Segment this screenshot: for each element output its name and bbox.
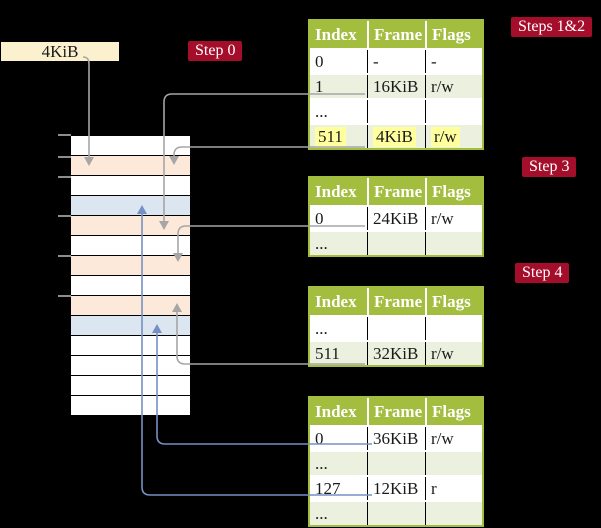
table-cell: 0: [315, 428, 324, 448]
table-cell: ...: [315, 503, 328, 523]
memory-frame-row-blue: [71, 316, 190, 335]
step-0-label: Step 0: [188, 41, 243, 61]
memory-tick: [58, 176, 71, 178]
memory-frame-row-blue: [71, 196, 190, 215]
column-header-flags: Flags: [425, 398, 482, 425]
table-cell: 4KiB: [367, 125, 425, 148]
table-cell: 511: [310, 125, 367, 148]
memory-frame-row-peach: [71, 216, 190, 235]
column-header-index: Index: [315, 291, 357, 311]
table-cell: [367, 100, 425, 123]
table-row: ...: [310, 500, 482, 525]
table-cell: r/w: [425, 427, 482, 450]
step-3-label: Step 3: [522, 157, 577, 177]
table-cell: 0: [315, 51, 324, 71]
highlighted-value: 511: [315, 126, 346, 147]
column-header-flags: Flags: [425, 21, 482, 48]
memory-tick: [58, 134, 71, 136]
physical-memory-column: [71, 136, 190, 416]
table-cell: 36KiB: [367, 427, 425, 450]
table-cell: [367, 502, 425, 525]
column-header-frame: Frame: [367, 288, 425, 315]
memory-tick: [58, 215, 71, 217]
memory-tick: [58, 295, 71, 297]
table-cell: r/w: [425, 342, 482, 365]
memory-frame-row-white: [71, 336, 190, 355]
table-cell: [425, 452, 482, 475]
table-cell: [367, 452, 425, 475]
memory-frame-row-peach: [71, 296, 190, 315]
table-cell: [367, 317, 425, 340]
table-cell: r/w: [425, 75, 482, 98]
table-row: ...: [310, 315, 482, 340]
table-cell: 16KiB: [367, 75, 425, 98]
column-header-index: Index: [315, 24, 357, 44]
page-size-box: 4KiB: [1, 42, 119, 61]
column-header-flags: Flags: [425, 178, 482, 205]
memory-tick: [58, 255, 71, 257]
table-cell: [425, 232, 482, 255]
table-cell: ...: [315, 453, 328, 473]
memory-frame-row-white: [71, 236, 190, 255]
memory-frame-row-white: [71, 136, 190, 155]
steps-1-2-label: Steps 1&2: [511, 17, 593, 37]
memory-tick: [58, 156, 71, 158]
table-cell: [425, 502, 482, 525]
table-cell: ...: [315, 101, 328, 121]
table-cell: 12KiB: [367, 477, 425, 500]
table-cell: 32KiB: [367, 342, 425, 365]
column-header-frame: Frame: [367, 21, 425, 48]
column-header-flags: Flags: [425, 288, 482, 315]
table-cell: -: [425, 50, 482, 73]
table-cell: 511: [315, 343, 340, 363]
table-cell: r/w: [425, 125, 482, 148]
memory-frame-row-peach: [71, 156, 190, 175]
column-header-frame: Frame: [367, 178, 425, 205]
memory-frame-row-white: [71, 356, 190, 375]
memory-frame-row-white: [71, 376, 190, 395]
column-header-frame: Frame: [367, 398, 425, 425]
table-cell: 24KiB: [367, 207, 425, 230]
table-cell: [425, 100, 482, 123]
table-row: ...: [310, 450, 482, 475]
table-row: ...: [310, 230, 482, 255]
memory-frame-row-peach: [71, 256, 190, 275]
table-cell: [367, 232, 425, 255]
table-cell: 0: [315, 208, 324, 228]
table-cell: ...: [315, 233, 328, 253]
table-cell: r: [425, 477, 482, 500]
highlighted-value: 4KiB: [373, 126, 416, 147]
table-cell: 127: [315, 478, 341, 498]
table-row: 511 4KiB r/w: [310, 123, 482, 148]
memory-frame-row-white: [71, 396, 190, 415]
memory-frame-row-white: [71, 276, 190, 295]
memory-frame-row-white: [71, 176, 190, 195]
table-cell: -: [367, 50, 425, 73]
table-cell: 1: [315, 76, 324, 96]
table-row: 0 --: [310, 48, 482, 73]
table-cell: [425, 317, 482, 340]
highlighted-value: r/w: [431, 126, 460, 147]
column-header-index: Index: [315, 401, 357, 421]
column-header-index: Index: [315, 181, 357, 201]
table-cell: r/w: [425, 207, 482, 230]
table-row: ...: [310, 98, 482, 123]
table-cell: ...: [315, 318, 328, 338]
step-4-label: Step 4: [515, 263, 570, 283]
